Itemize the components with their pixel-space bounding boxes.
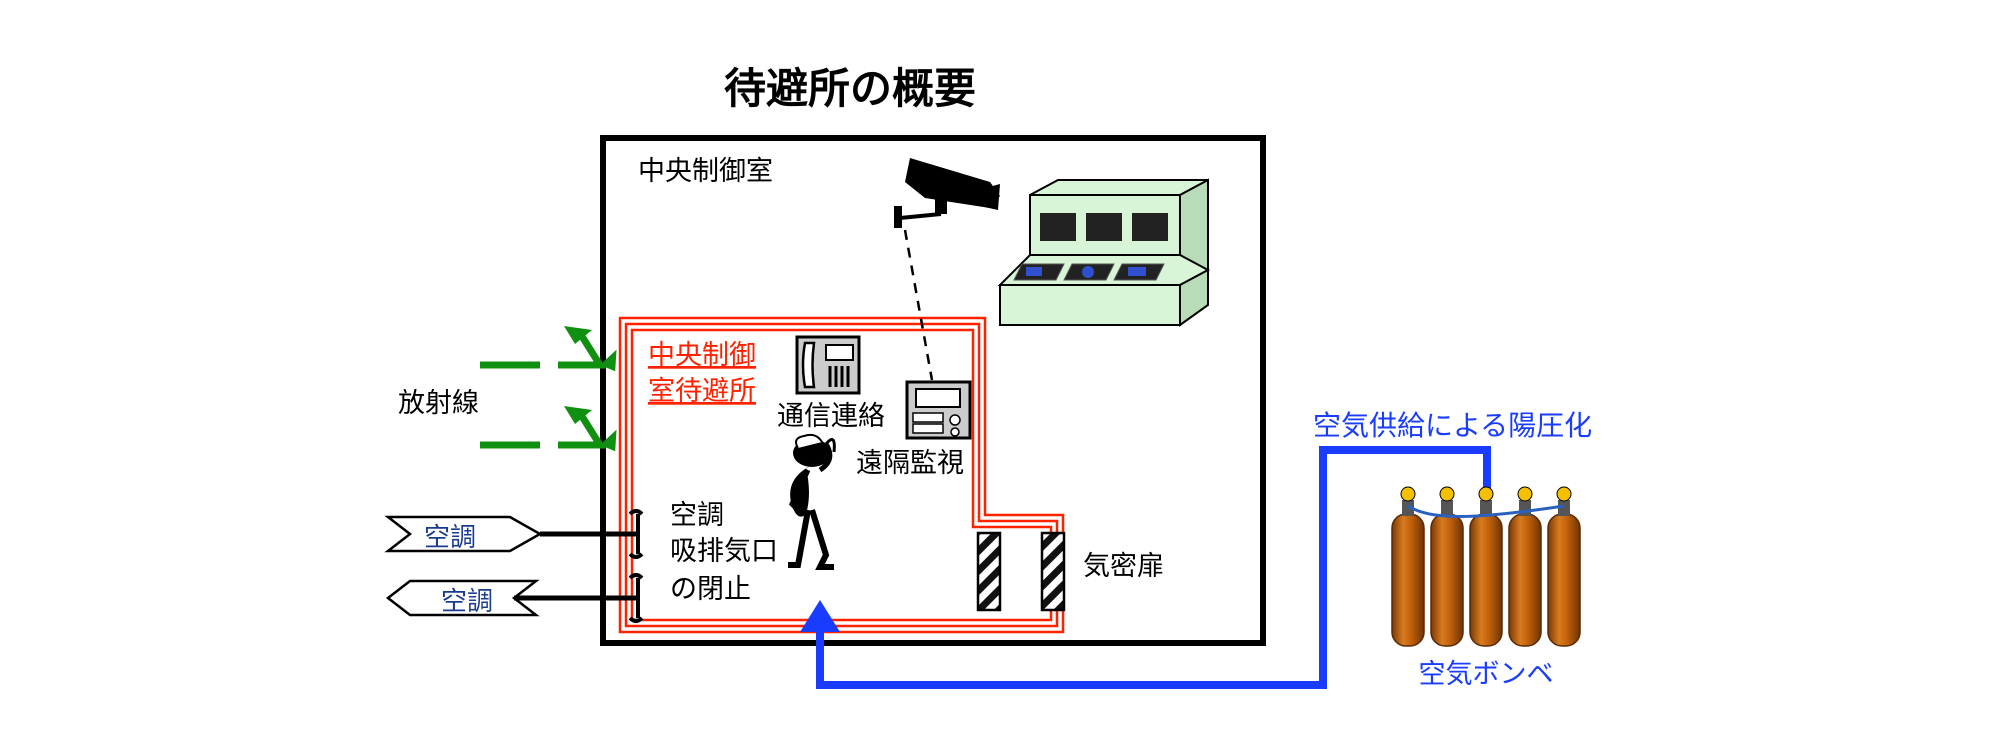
air-supply-line [816, 446, 1491, 689]
hvac-outlet-label: 空調 [441, 587, 493, 617]
radiation-arrow-lower [480, 406, 607, 449]
monitor-icon [905, 380, 972, 440]
hvac-inlet-marker [384, 515, 640, 553]
radiation-arrow-upper [480, 326, 607, 369]
camera-icon [894, 158, 1000, 228]
intake-label-line2: 吸排気口 [670, 536, 778, 567]
cylinders-label: 空気ボンベ [1419, 659, 1554, 690]
telephone-icon [795, 335, 861, 395]
airlock-label: 気密扉 [1083, 551, 1164, 582]
radiation-arrow-heads [600, 349, 617, 452]
damper-lower-icon [628, 573, 644, 623]
person-icon [788, 433, 836, 570]
air-supply-arrowhead [800, 600, 840, 632]
intake-label-line3: の閉止 [670, 574, 751, 605]
airlock-door-right [1040, 531, 1066, 612]
shelter-label-line1: 中央制御 [648, 340, 756, 371]
diagram-title: 待避所の概要 [724, 64, 976, 113]
radiation-label: 放射線 [398, 388, 479, 419]
pressurization-label: 空気供給による陽圧化 [1313, 409, 1592, 442]
shelter-label-line2: 室待避所 [648, 376, 756, 407]
comms-label: 通信連絡 [777, 401, 885, 432]
airlock-door-left [976, 531, 1002, 612]
intake-label-line1: 空調 [670, 500, 724, 531]
hvac-outlet-marker [385, 579, 640, 617]
hvac-inlet-label: 空調 [424, 523, 476, 553]
damper-upper-icon [628, 509, 644, 559]
camera-link-line [903, 229, 934, 381]
control-room-label: 中央制御室 [638, 156, 773, 187]
monitor-label: 遠隔監視 [856, 448, 964, 479]
air-cylinders-icon [1391, 486, 1581, 647]
control-console-icon [997, 178, 1211, 327]
